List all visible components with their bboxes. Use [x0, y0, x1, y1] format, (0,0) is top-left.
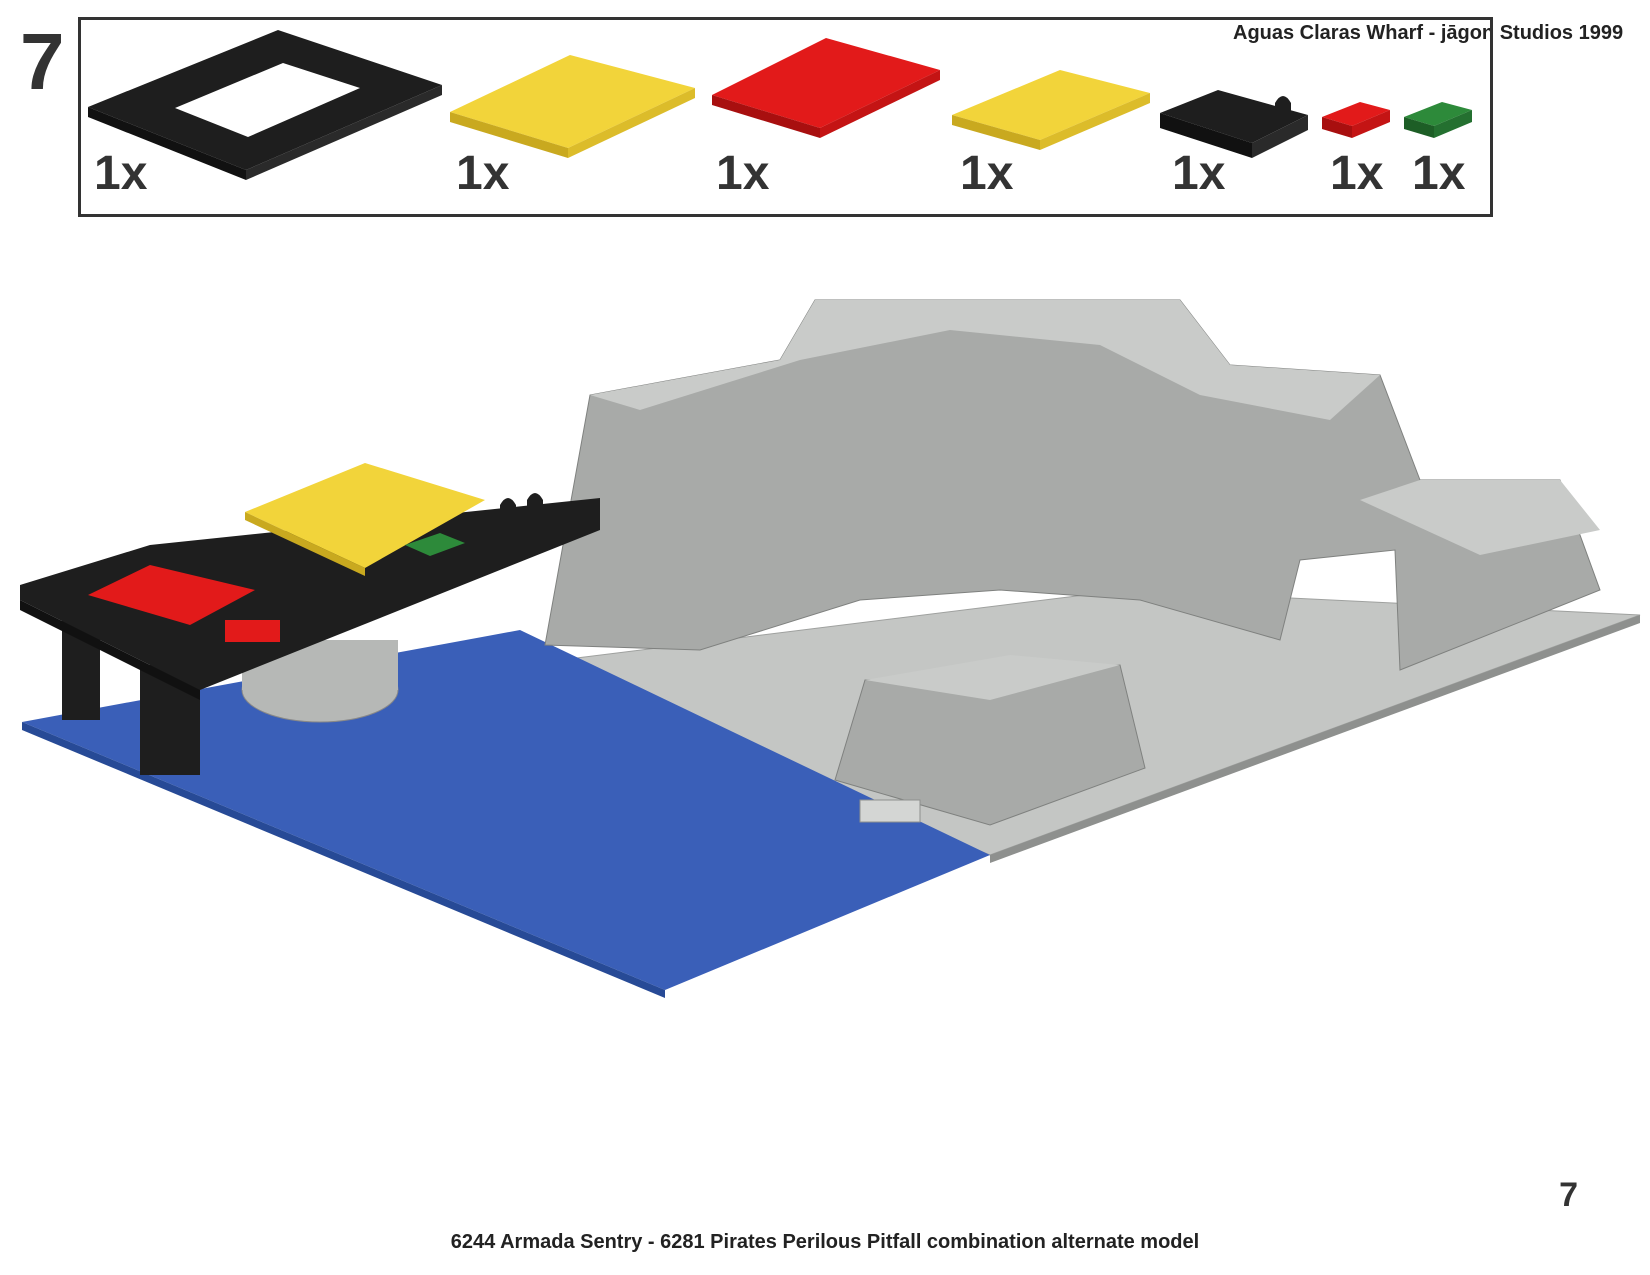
page-number: 7 — [1559, 1176, 1578, 1214]
part-quantity-6: 1x — [1330, 147, 1384, 200]
yellow-plate-small-icon — [952, 70, 1150, 150]
rock-top-back — [590, 300, 1380, 420]
step-number: 7 — [20, 17, 65, 106]
rock-front — [834, 664, 1146, 826]
part-quantity-5: 1x — [1172, 147, 1226, 200]
part-quantity-4: 1x — [960, 147, 1014, 200]
pier-clip — [500, 493, 543, 515]
small-gray-tile — [859, 799, 921, 823]
yellow-plate-icon — [450, 55, 695, 158]
part-quantity-3: 1x — [716, 147, 770, 200]
part-quantity-2: 1x — [456, 147, 510, 200]
water-baseplate — [22, 630, 990, 990]
page-header-title: Aguas Claras Wharf - jāgon Studios 1999 — [1233, 22, 1624, 44]
parts-illustrations — [88, 30, 1472, 180]
black-clip-plate-icon — [1160, 90, 1308, 158]
pier-red-tile — [225, 620, 280, 642]
pier-red-plate — [88, 565, 255, 625]
parts-list-box — [78, 17, 1493, 217]
green-plate-1x2-icon — [1404, 102, 1472, 138]
red-plate-1x2-icon — [1322, 102, 1390, 138]
pier-yellow-plate — [245, 463, 485, 568]
rock-top-right — [1360, 480, 1600, 555]
footer-caption: 6244 Armada Sentry - 6281 Pirates Perilo… — [450, 1231, 1200, 1253]
pier-green-tile — [405, 533, 465, 556]
red-hinge-plate-icon — [712, 38, 940, 138]
part-quantity-1: 1x — [94, 147, 148, 200]
black-frame-plate-icon — [88, 30, 442, 180]
part-quantity-7: 1x — [1412, 147, 1466, 200]
